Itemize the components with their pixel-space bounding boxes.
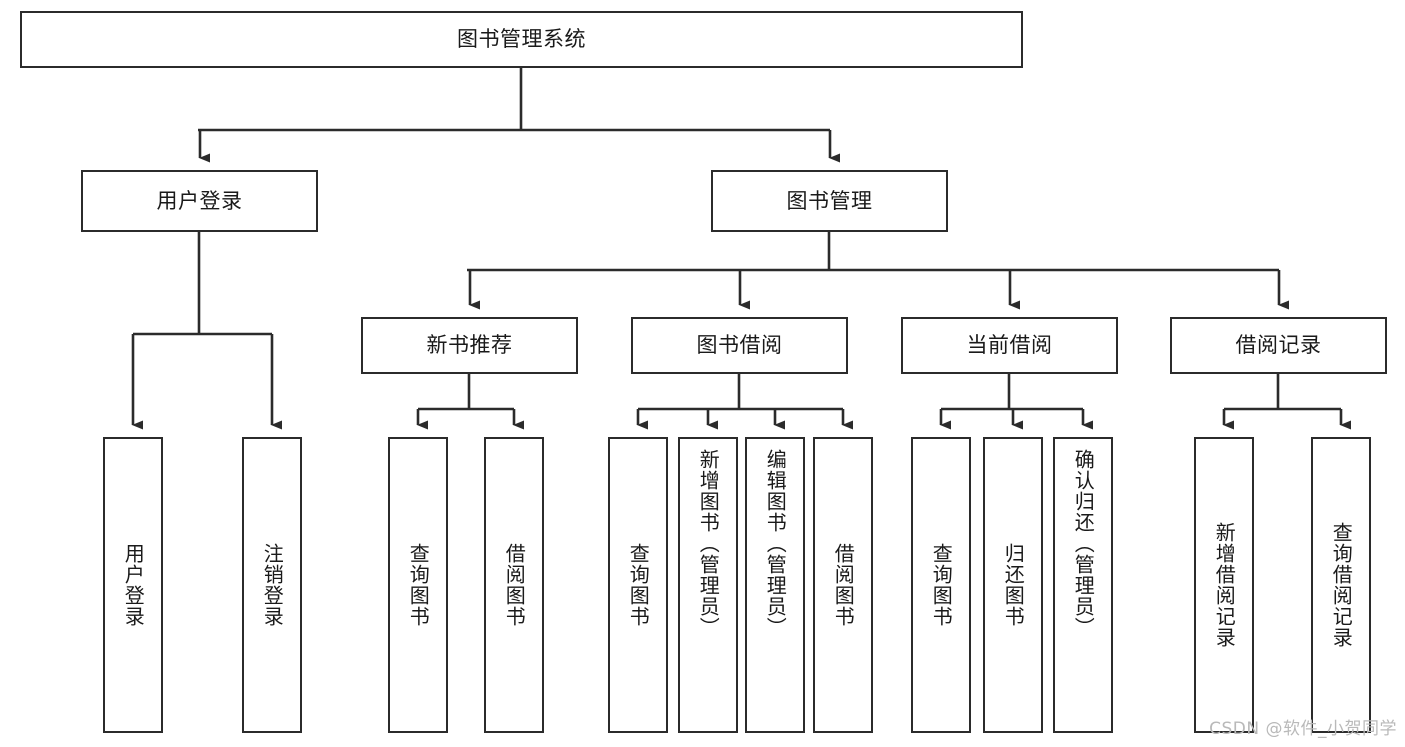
node-label-leaf-confirm-return: 确认归还（管理员）: [1071, 449, 1096, 638]
node-label-new-book-recommend: 新书推荐: [426, 333, 513, 358]
node-label-root: 图书管理系统: [457, 27, 586, 52]
node-label-leaf-query-record: 查询借阅记录: [1329, 522, 1354, 648]
node-label-leaf-user-login: 用户登录: [121, 543, 146, 627]
node-label-leaf-borrow-book-1: 借阅图书: [502, 543, 527, 627]
node-leaf-query-record[interactable]: 查询借阅记录: [1311, 437, 1371, 733]
node-label-leaf-edit-book: 编辑图书（管理员）: [763, 449, 788, 638]
node-label-book-manage: 图书管理: [786, 188, 873, 213]
node-label-current-borrow: 当前借阅: [966, 333, 1053, 358]
node-leaf-confirm-return[interactable]: 确认归还（管理员）: [1053, 437, 1113, 733]
node-book-manage[interactable]: 图书管理: [711, 170, 948, 232]
node-leaf-query-book-2[interactable]: 查询图书: [608, 437, 668, 733]
node-leaf-borrow-book-2[interactable]: 借阅图书: [813, 437, 873, 733]
node-root[interactable]: 图书管理系统: [20, 11, 1023, 68]
node-user-login[interactable]: 用户登录: [81, 170, 318, 232]
node-leaf-query-book-3[interactable]: 查询图书: [911, 437, 971, 733]
node-label-borrow-record: 借阅记录: [1235, 333, 1322, 358]
node-label-leaf-logout: 注销登录: [260, 543, 285, 627]
node-label-leaf-query-book-1: 查询图书: [406, 543, 431, 627]
csdn-watermark: CSDN @软件_小贺同学: [1209, 719, 1397, 739]
node-label-leaf-add-record: 新增借阅记录: [1212, 522, 1237, 648]
node-current-borrow[interactable]: 当前借阅: [901, 317, 1118, 374]
node-leaf-add-book[interactable]: 新增图书（管理员）: [678, 437, 738, 733]
node-book-borrow[interactable]: 图书借阅: [631, 317, 848, 374]
node-leaf-return-book[interactable]: 归还图书: [983, 437, 1043, 733]
node-leaf-logout[interactable]: 注销登录: [242, 437, 302, 733]
node-label-book-borrow: 图书借阅: [696, 333, 783, 358]
node-new-book-recommend[interactable]: 新书推荐: [361, 317, 578, 374]
node-leaf-user-login[interactable]: 用户登录: [103, 437, 163, 733]
node-leaf-borrow-book-1[interactable]: 借阅图书: [484, 437, 544, 733]
node-label-leaf-borrow-book-2: 借阅图书: [831, 543, 856, 627]
node-leaf-query-book-1[interactable]: 查询图书: [388, 437, 448, 733]
node-label-leaf-add-book: 新增图书（管理员）: [696, 449, 721, 638]
node-label-leaf-return-book: 归还图书: [1001, 543, 1026, 627]
node-label-leaf-query-book-3: 查询图书: [929, 543, 954, 627]
node-label-leaf-query-book-2: 查询图书: [626, 543, 651, 627]
node-leaf-add-record[interactable]: 新增借阅记录: [1194, 437, 1254, 733]
node-leaf-edit-book[interactable]: 编辑图书（管理员）: [745, 437, 805, 733]
node-borrow-record[interactable]: 借阅记录: [1170, 317, 1387, 374]
node-label-user-login: 用户登录: [156, 188, 243, 213]
